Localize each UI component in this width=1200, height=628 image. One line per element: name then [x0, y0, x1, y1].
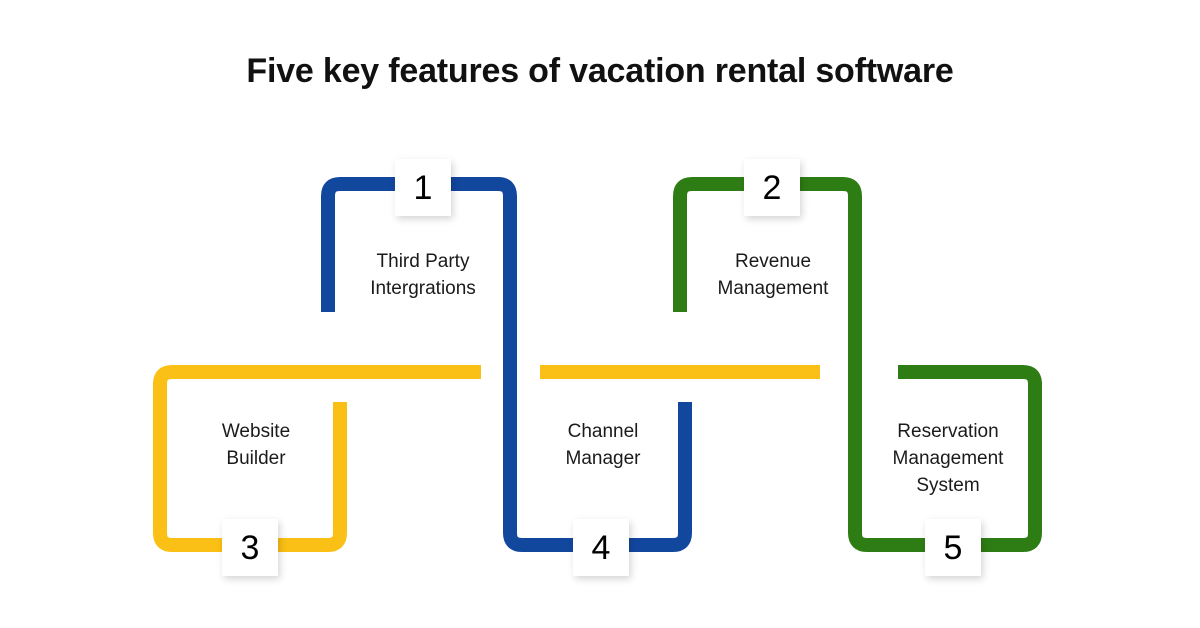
node-label-5: Reservation Management System — [892, 421, 1004, 496]
step-badge-4[interactable]: 4 — [573, 519, 629, 576]
node-label-3: Website Builder — [221, 421, 291, 469]
step-badge-5[interactable]: 5 — [925, 519, 981, 576]
step-badge-1[interactable]: 1 — [395, 159, 451, 216]
page-title: Five key features of vacation rental sof… — [246, 52, 954, 90]
node-label-2: Revenue Management — [717, 251, 829, 299]
step-badge-3[interactable]: 3 — [222, 519, 278, 576]
node-label-1: Third Party Intergrations — [370, 251, 476, 299]
path-yellow-bar-left — [153, 365, 481, 430]
path-green-bottom-outer — [848, 352, 1042, 552]
node-label-4: Channel Manager — [565, 421, 641, 469]
step-badge-2[interactable]: 2 — [744, 159, 800, 216]
